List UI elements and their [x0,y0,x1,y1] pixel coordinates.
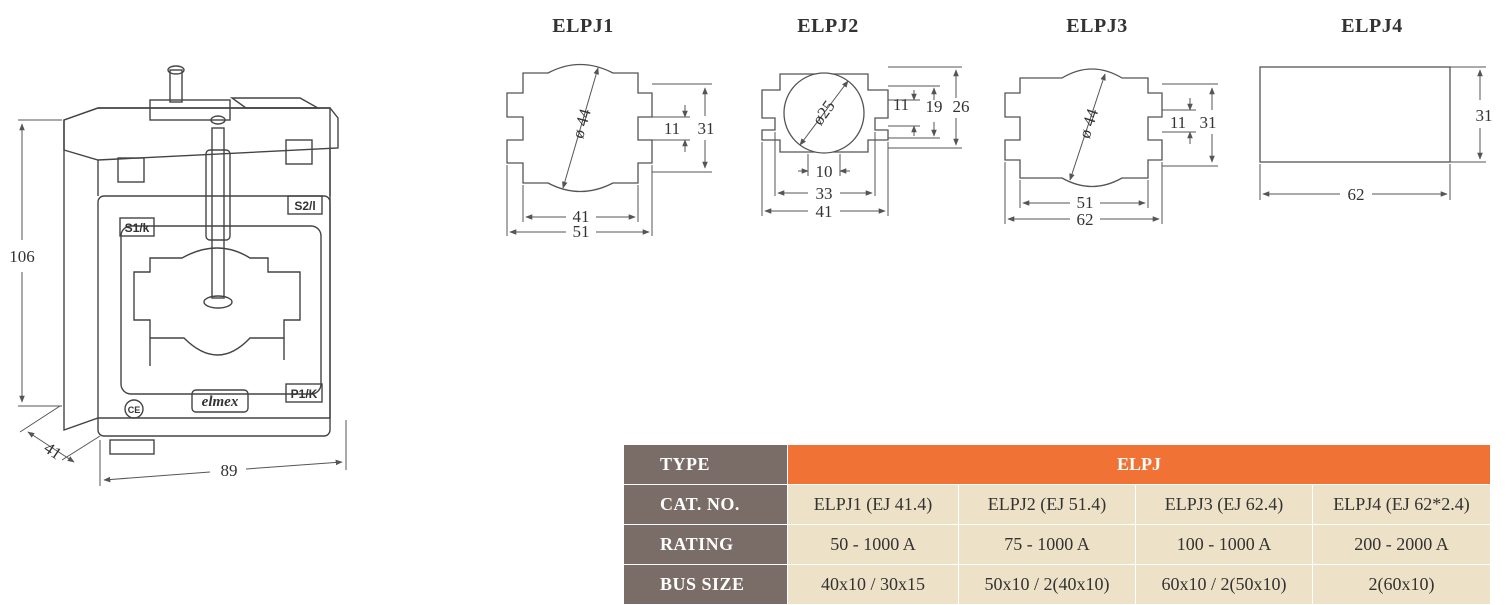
ce-mark: CE [128,405,141,415]
table-cell: 50 - 1000 A [787,524,959,565]
elpj3-profile: ø 44 11 31 51 62 [1004,68,1218,229]
elpj1-height-dimension: 31 [698,119,715,138]
elpj4-profile: 31 62 [1259,66,1493,204]
depth-dimension: 41 [40,438,65,463]
s2-label: S2/l [294,199,315,213]
current-transformer-drawing: S1/k S2/l P1/K elmex CE [63,65,339,455]
elpj3-outer-width: 62 [1077,210,1094,229]
elpj2-outer-width: 41 [816,202,833,221]
elpj2-inner-width: 33 [816,184,833,203]
elpj4-height-dimension: 31 [1476,106,1493,125]
row-label-type: TYPE [623,444,788,485]
brand-logo-text: elmex [202,394,239,410]
table-cell: ELPJ2 (EJ 51.4) [958,484,1136,525]
row-label-cat-no: CAT. NO. [623,484,788,525]
elpj1-slot-dimension: 11 [664,119,680,138]
table-cell: 60x10 / 2(50x10) [1135,564,1313,605]
table-cell: 100 - 1000 A [1135,524,1313,565]
table-cell: 50x10 / 2(40x10) [958,564,1136,605]
table-cell: 200 - 2000 A [1312,524,1491,565]
variant-title-elpj1: ELPJ1 [552,15,613,37]
elpj3-slot-dimension: 11 [1170,113,1186,132]
elpj2-slot-dimension: 11 [893,95,909,114]
elpj2-mid-dimension: 19 [926,97,943,116]
table-row: RATING 50 - 1000 A 75 - 1000 A 100 - 100… [623,524,1491,565]
s1-label: S1/k [125,221,150,235]
row-label-bus-size: BUS SIZE [623,564,788,605]
elpj1-outer-width: 51 [573,222,590,241]
table-row: CAT. NO. ELPJ1 (EJ 41.4) ELPJ2 (EJ 51.4)… [623,484,1491,525]
product-dimensions: 106 41 89 [9,119,347,486]
variant-title-elpj2: ELPJ2 [797,15,858,37]
variant-title-elpj3: ELPJ3 [1066,15,1127,37]
width-dimension: 89 [221,461,238,480]
table-cell: ELPJ1 (EJ 41.4) [787,484,959,525]
table-row-type: TYPE ELPJ [623,444,1491,485]
type-value: ELPJ [787,444,1491,485]
p1-label: P1/K [291,387,318,401]
table-cell: 75 - 1000 A [958,524,1136,565]
table-cell: 40x10 / 30x15 [787,564,959,605]
spec-table: TYPE ELPJ CAT. NO. ELPJ1 (EJ 41.4) ELPJ2… [623,444,1491,605]
elpj2-gap-dimension: 10 [816,162,833,181]
elpj3-height-dimension: 31 [1200,113,1217,132]
elpj1-inner-width: 41 [573,207,590,226]
elpj1-profile: ø 44 11 31 41 51 [506,63,715,241]
table-cell: 2(60x10) [1312,564,1491,605]
variant-title-elpj4: ELPJ4 [1341,15,1402,37]
table-cell: ELPJ4 (EJ 62*2.4) [1312,484,1491,525]
table-cell: ELPJ3 (EJ 62.4) [1135,484,1313,525]
elpj2-profile: ø25 11 19 26 10 33 41 [761,66,970,221]
row-label-rating: RATING [623,524,788,565]
elpj2-height-dimension: 26 [953,97,970,116]
elpj4-width-dimension: 62 [1348,185,1365,204]
elpj3-inner-width: 51 [1077,193,1094,212]
height-dimension: 106 [9,247,35,266]
table-row: BUS SIZE 40x10 / 30x15 50x10 / 2(40x10) … [623,564,1491,605]
